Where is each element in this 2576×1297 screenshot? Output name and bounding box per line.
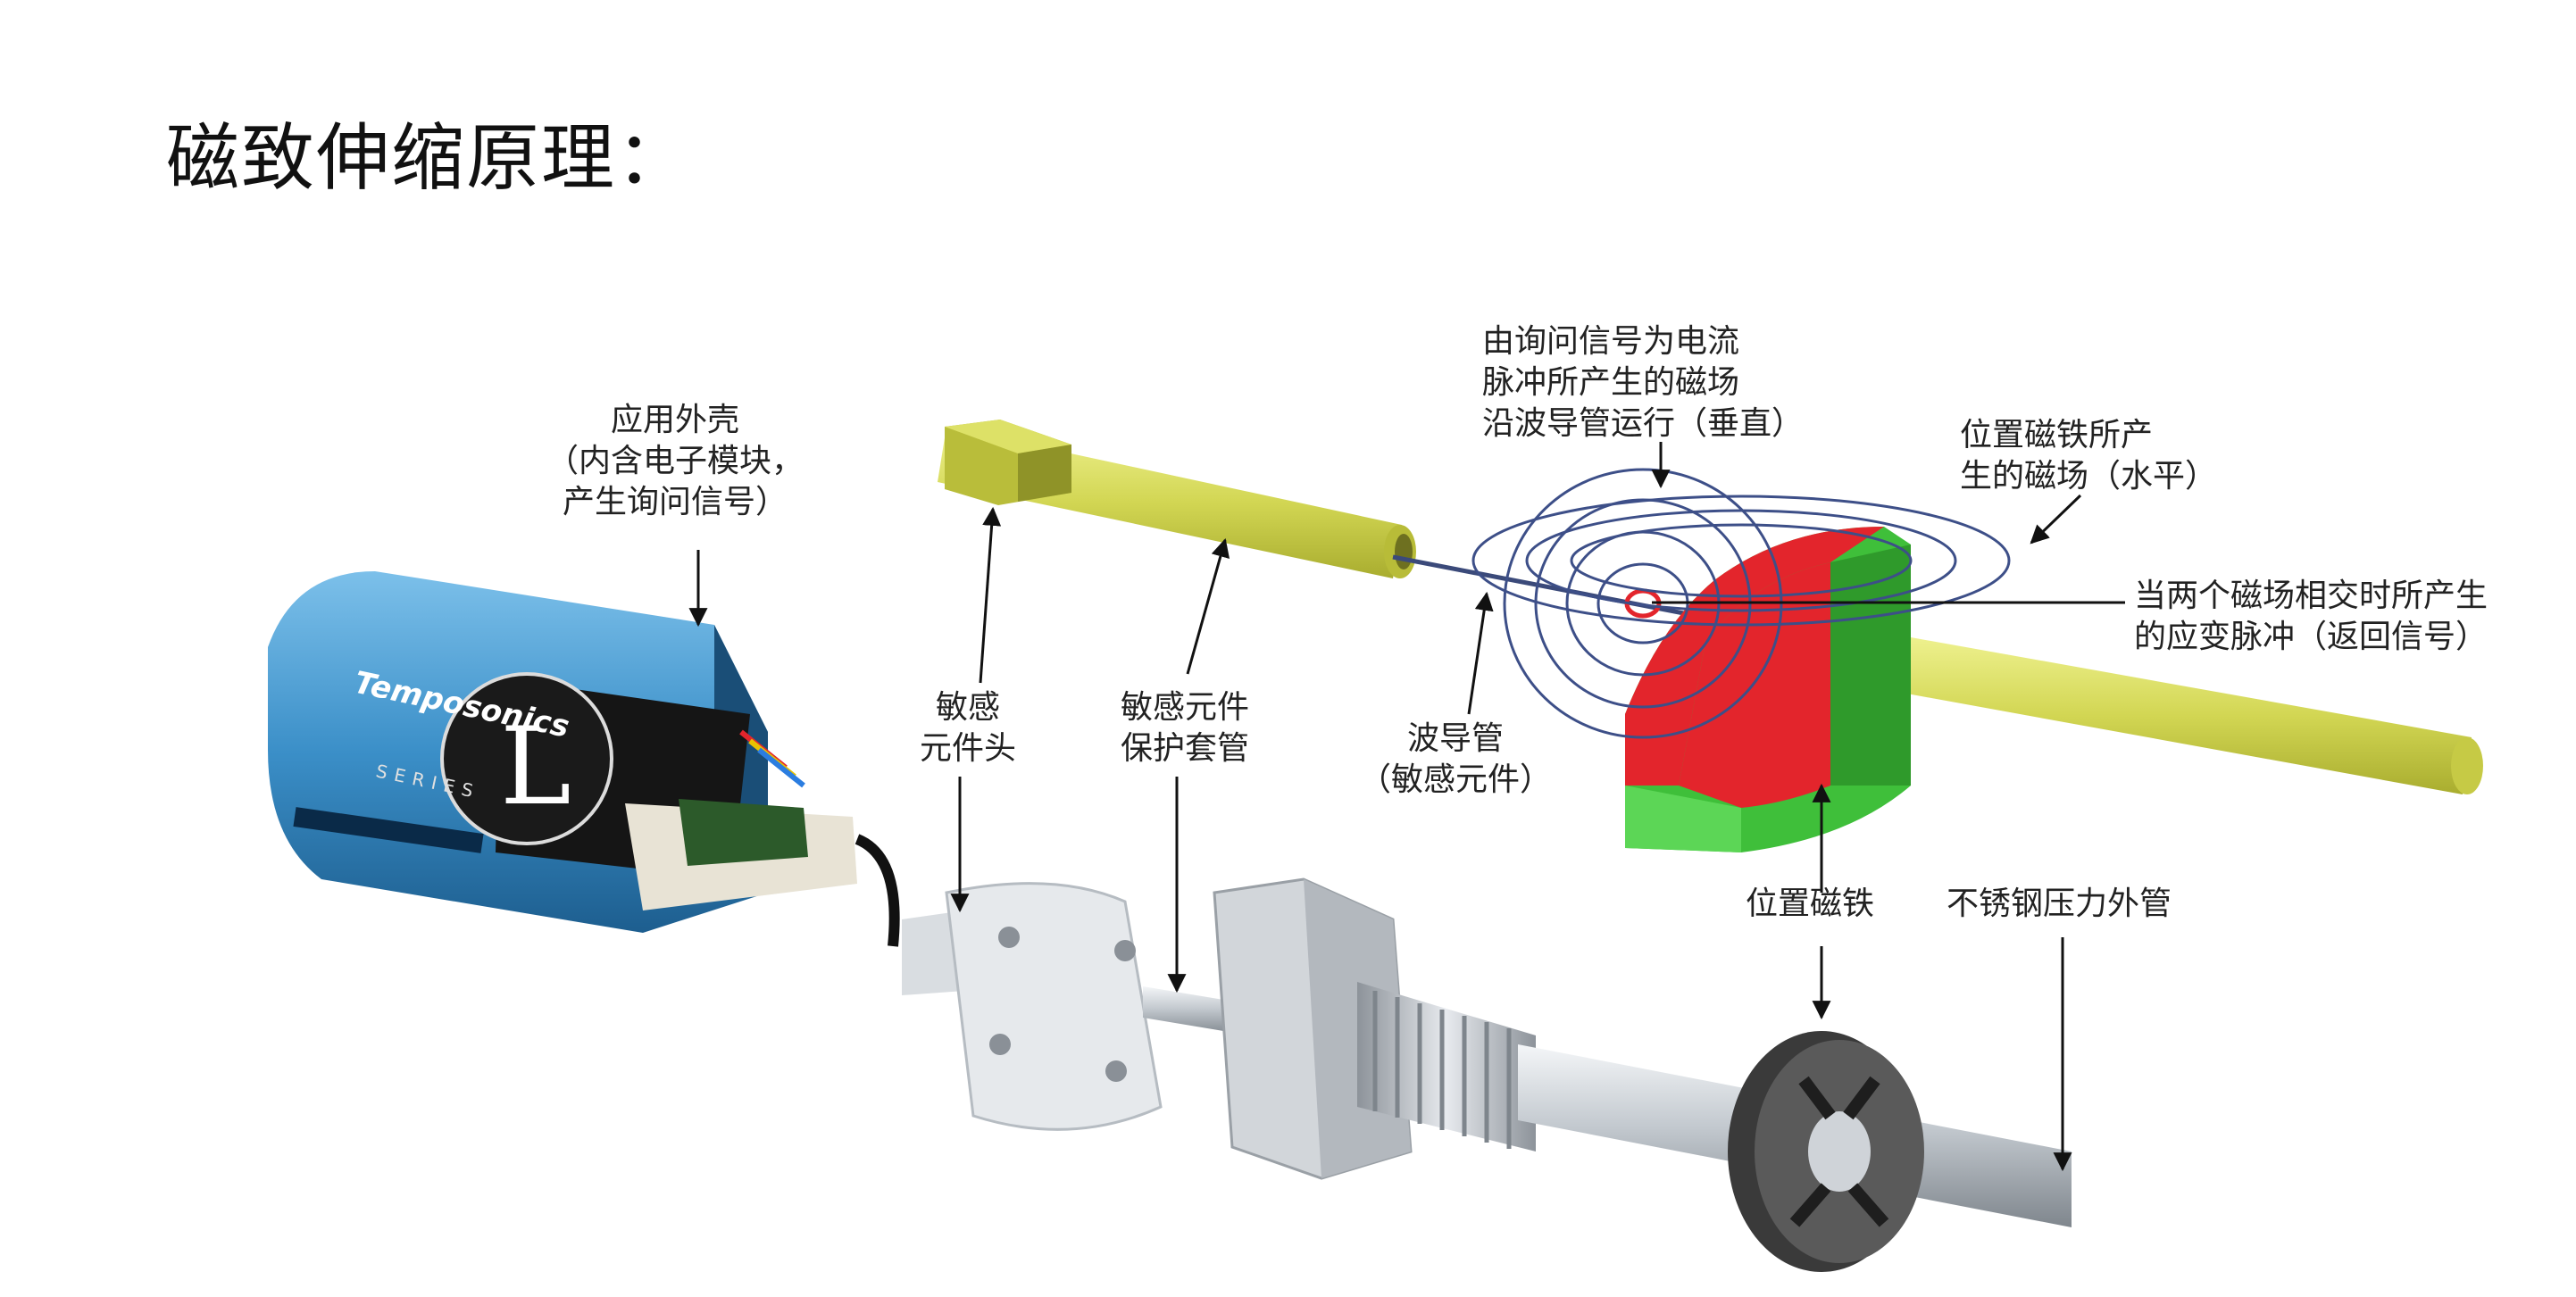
electronics-housing bbox=[268, 571, 900, 947]
protective-tube-right bbox=[1902, 637, 2483, 794]
label-pressure-tube: 不锈钢压力外管 bbox=[1947, 885, 2172, 922]
threaded-fitting bbox=[1357, 982, 1536, 1152]
label-strain-pulse: 当两个磁场相交时所产生 的应变脉冲（返回信号） bbox=[2134, 578, 2488, 655]
label-magnet-field: 位置磁铁所产 生的磁场（水平） bbox=[1960, 417, 2218, 495]
callout-arrows bbox=[688, 442, 2125, 1172]
label-housing: 应用外壳 （内含电子模块， 产生询问信号） bbox=[546, 402, 804, 520]
sensor-head-cap bbox=[945, 420, 1071, 505]
label-interrogation-field: 由询问信号为电流 脉冲所产生的磁场 沿波导管运行（垂直） bbox=[1482, 323, 1805, 442]
magnet-field-rings bbox=[1471, 495, 2011, 627]
brand-series-letter: L bbox=[500, 705, 571, 829]
position-magnet-ring bbox=[1728, 1031, 1924, 1272]
label-sensor-head: 敏感 元件头 bbox=[920, 689, 1017, 767]
page-title: 磁致伸缩原理： bbox=[166, 116, 692, 201]
position-magnet-block bbox=[1625, 527, 1911, 852]
label-protective-tube: 敏感元件 保护套管 bbox=[1121, 689, 1250, 767]
sensor-head-flange bbox=[902, 882, 1163, 1131]
label-waveguide: 波导管 （敏感元件） bbox=[1359, 720, 1553, 798]
label-position-magnet: 位置磁铁 bbox=[1746, 885, 1875, 922]
